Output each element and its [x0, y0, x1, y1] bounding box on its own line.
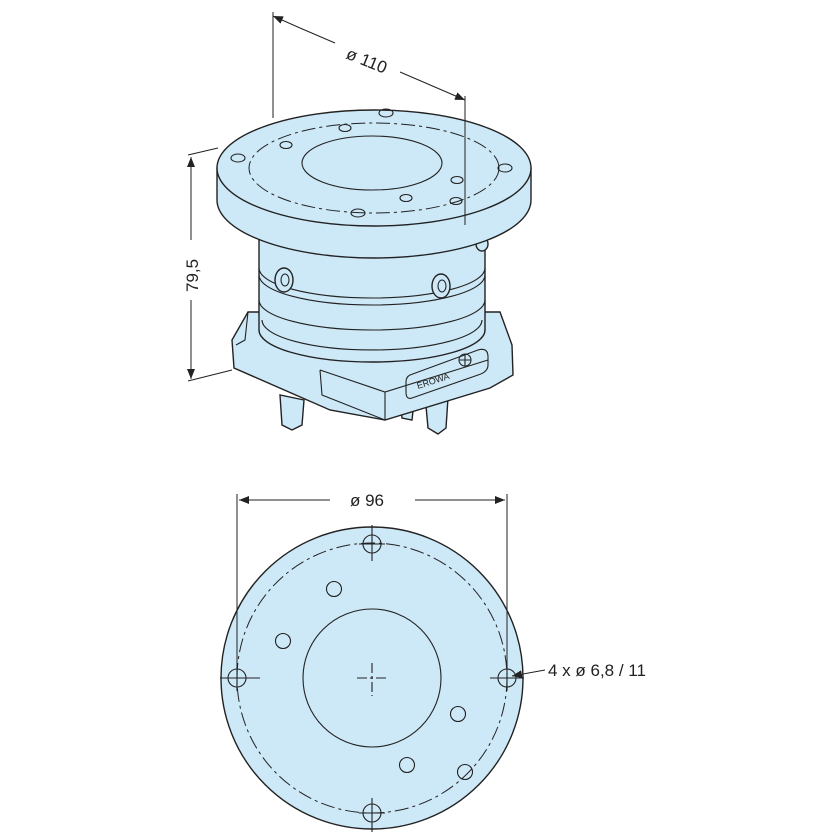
holes-callout: 4 x ø 6,8 / 11 [511, 661, 646, 680]
dimension-label: ø 110 [344, 44, 390, 77]
holes-callout-label: 4 x ø 6,8 / 11 [548, 661, 646, 680]
center-recess [301, 135, 443, 191]
bottom-view [220, 525, 524, 832]
center-bore [302, 608, 442, 748]
screw-icon [274, 267, 294, 293]
small-holes [274, 580, 474, 781]
dimension-height: 79,5 [183, 147, 233, 382]
flange-top-face [216, 109, 532, 227]
dimension-label: 79,5 [183, 259, 202, 292]
flange-holes [230, 108, 513, 218]
dimension-label: ø 96 [350, 491, 384, 510]
dimension-diameter-96: ø 96 [236, 491, 508, 678]
screw-icon [431, 273, 451, 299]
isometric-view: EROWA [216, 108, 532, 435]
